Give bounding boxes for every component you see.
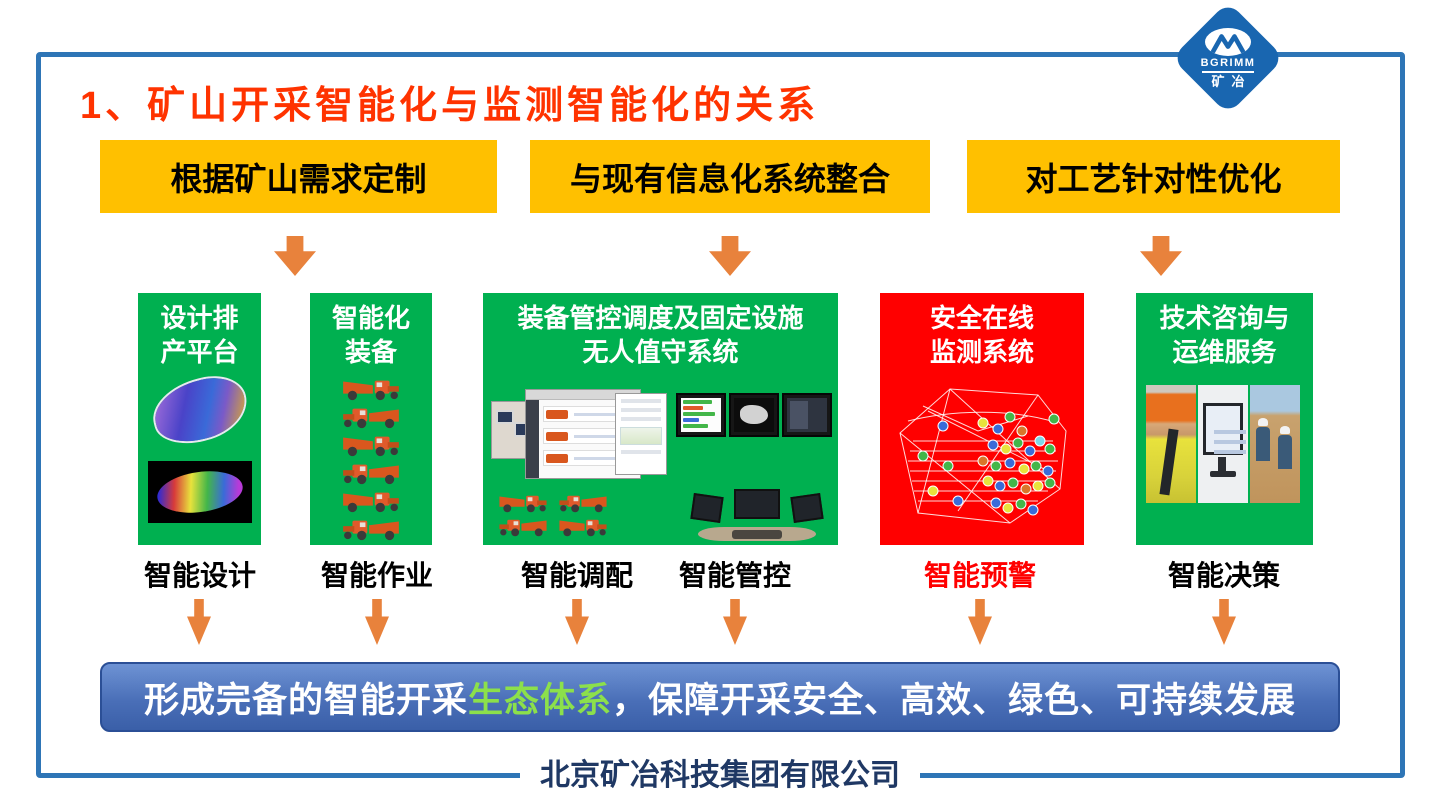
top-box-customization: 根据矿山需求定制 (100, 140, 497, 213)
top-box-integration: 与现有信息化系统整合 (530, 140, 930, 213)
card-heading: 设计排 产平台 (160, 303, 239, 367)
card-consulting-service: 技术咨询与 运维服务 (1136, 293, 1313, 545)
control-station-graphic (690, 489, 824, 541)
label-smart-operation: 智能作业 (320, 560, 434, 591)
top-box-optimization: 对工艺针对性优化 (967, 140, 1340, 213)
card-heading: 智能化 装备 (331, 303, 410, 367)
logo-divider (1202, 70, 1254, 73)
pit-model-graphic (148, 370, 252, 450)
card-design-platform: 设计排 产平台 (138, 293, 261, 545)
report-window-graphic (615, 393, 667, 475)
label-smart-warning: 智能预警 (923, 560, 1037, 591)
card-heading: 安全在线 监测系统 (929, 303, 1034, 367)
monitor-wall-graphic (676, 393, 832, 437)
worker-photo (1146, 385, 1196, 503)
page-title: 1、矿山开采智能化与监测智能化的关系 (80, 85, 820, 127)
conclusion-banner: 形成完备的智能开采生态体系，保障开采安全、高效、绿色、可持续发展 (100, 662, 1340, 732)
card-heading: 装备管控调度及固定设施 无人值守系统 (517, 303, 804, 367)
banner-text-post: ，保障开采安全、高效、绿色、可持续发展 (612, 680, 1297, 720)
monitor-photo (1198, 385, 1248, 503)
block-model-graphic (148, 461, 252, 523)
card-dispatch-system: 装备管控调度及固定设施 无人值守系统 (483, 293, 838, 545)
mine-wireframe-graphic (899, 388, 1067, 524)
mining-vehicles-graphic (310, 375, 432, 541)
card-smart-equipment: 智能化 装备 (310, 293, 432, 545)
vehicle-fleet-graphic (497, 491, 609, 537)
logo-abbr-text: BGRIMM (1200, 56, 1256, 69)
site-photos-graphic (1146, 385, 1300, 503)
bgrimm-logo: BGRIMM 矿冶 (1168, 0, 1288, 118)
label-smart-control: 智能管控 (678, 560, 792, 591)
company-name: 北京矿冶科技集团有限公司 (520, 754, 920, 798)
card-safety-monitoring: 安全在线 监测系统 (880, 293, 1084, 545)
label-smart-dispatch: 智能调配 (520, 560, 634, 591)
banner-text-highlight: 生态体系 (467, 680, 612, 720)
card-heading: 技术咨询与 运维服务 (1159, 303, 1290, 367)
logo-cn-text: 矿冶 (1211, 73, 1252, 89)
logo-mountain-icon (1205, 27, 1251, 56)
banner-text-pre: 形成完备的智能开采 (143, 680, 468, 720)
label-smart-decision: 智能决策 (1167, 560, 1281, 591)
site-crew-photo (1250, 385, 1300, 503)
label-smart-design: 智能设计 (143, 560, 257, 591)
